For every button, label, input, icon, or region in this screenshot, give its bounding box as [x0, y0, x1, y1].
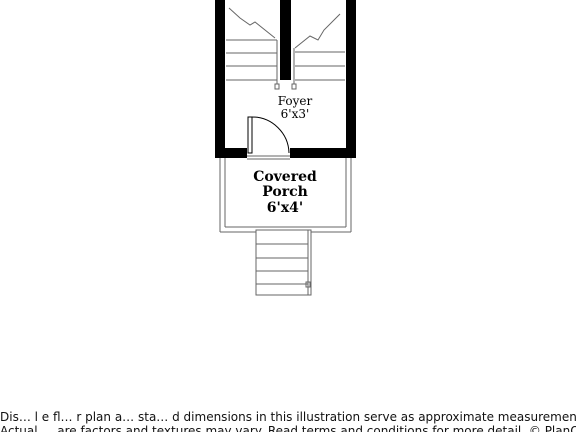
room-name: Foyer	[277, 94, 313, 108]
disclaimer-line-2: Actual … are factors and textures may va…	[0, 424, 576, 432]
foyer-walls	[215, 0, 356, 158]
room-label-porch: Covered Porch 6'x4'	[225, 169, 345, 216]
room-name-line2: Porch	[262, 184, 308, 201]
room-name-line1: Covered	[253, 169, 317, 185]
room-dimensions: 6'x4'	[266, 199, 304, 216]
disclaimer-line-1: Dis… l e fl… r plan a… sta… d dimensions…	[0, 410, 576, 424]
stair-right	[291, 13, 345, 90]
room-label-foyer: Foyer 6'x3'	[245, 94, 345, 122]
porch-outline	[219, 158, 352, 233]
porch-steps	[255, 229, 312, 296]
room-dimensions: 6'x3'	[280, 107, 310, 122]
entry-door	[247, 116, 290, 160]
stair-left	[226, 7, 280, 90]
disclaimer-text: Dis… l e fl… r plan a… sta… d dimensions…	[0, 410, 576, 432]
